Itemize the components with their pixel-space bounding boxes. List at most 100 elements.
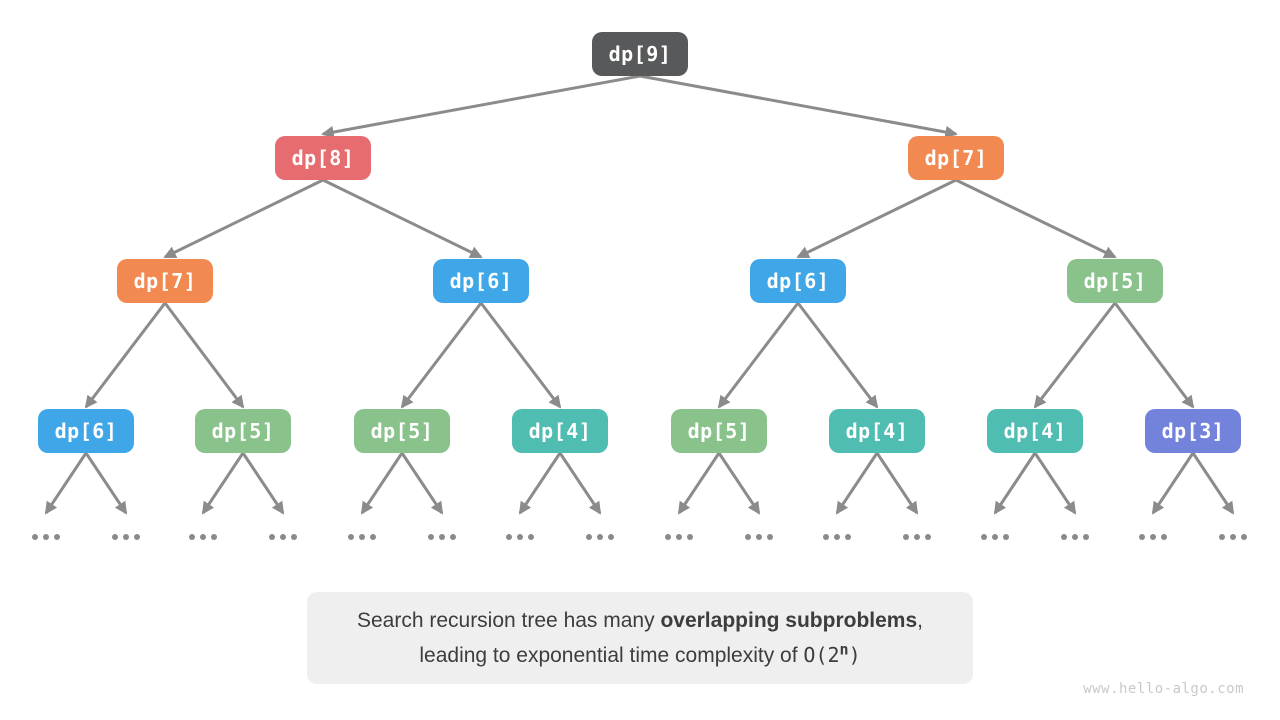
ellipsis-dot	[370, 534, 376, 540]
ellipsis-dot	[439, 534, 445, 540]
edge-arrow	[360, 452, 404, 515]
edge-arrow	[84, 452, 128, 515]
tree-node: dp[6]	[750, 259, 846, 303]
ellipsis	[1061, 534, 1089, 540]
edge-arrow	[1151, 452, 1195, 515]
edge-arrow	[1113, 302, 1195, 409]
tree-node: dp[8]	[275, 136, 371, 180]
ellipsis	[32, 534, 60, 540]
ellipsis-dot	[200, 534, 206, 540]
ellipsis	[745, 534, 773, 540]
edge-arrow	[1191, 452, 1235, 515]
edge-arrow	[677, 452, 721, 515]
ellipsis-dot	[43, 534, 49, 540]
ellipsis-dot	[745, 534, 751, 540]
edge-arrow	[835, 452, 879, 515]
tree-node: dp[4]	[829, 409, 925, 453]
edge-arrow	[955, 178, 1117, 259]
edge-arrow	[479, 302, 562, 409]
ellipsis-dot	[903, 534, 909, 540]
ellipsis	[981, 534, 1009, 540]
edge-arrow	[993, 452, 1037, 515]
caption-line-2: leading to exponential time complexity o…	[419, 638, 860, 673]
tree-node: dp[5]	[671, 409, 767, 453]
ellipsis-dot	[925, 534, 931, 540]
edge-arrow	[44, 452, 88, 515]
ellipsis-dot	[211, 534, 217, 540]
tree-node: dp[9]	[592, 32, 688, 76]
watermark: www.hello-algo.com	[1083, 681, 1244, 697]
ellipsis	[903, 534, 931, 540]
ellipsis-dot	[1061, 534, 1067, 540]
tree-node: dp[4]	[987, 409, 1083, 453]
ellipsis-dot	[428, 534, 434, 540]
ellipsis-dot	[189, 534, 195, 540]
ellipsis-dot	[32, 534, 38, 540]
ellipsis	[506, 534, 534, 540]
ellipsis-dot	[608, 534, 614, 540]
caption-text: Search recursion tree has many	[356, 608, 661, 632]
tree-node: dp[5]	[1067, 259, 1163, 303]
ellipsis-dot	[1072, 534, 1078, 540]
tree-node: dp[5]	[195, 409, 291, 453]
ellipsis	[112, 534, 140, 540]
ellipsis	[665, 534, 693, 540]
edge-arrow	[163, 302, 245, 409]
ellipsis-dot	[845, 534, 851, 540]
ellipsis-dot	[586, 534, 592, 540]
tree-node: dp[4]	[512, 409, 608, 453]
edge-arrow	[639, 74, 958, 139]
ellipsis	[269, 534, 297, 540]
ellipsis-dot	[1219, 534, 1225, 540]
ellipsis	[823, 534, 851, 540]
tree-node: dp[6]	[38, 409, 134, 453]
ellipsis-dot	[992, 534, 998, 540]
edge-arrow	[875, 452, 919, 515]
ellipsis-dot	[823, 534, 829, 540]
ellipsis-dot	[665, 534, 671, 540]
complexity-base: O(2	[803, 642, 840, 667]
ellipsis-dot	[834, 534, 840, 540]
ellipsis-dot	[134, 534, 140, 540]
ellipsis-dot	[1139, 534, 1145, 540]
ellipsis-dot	[914, 534, 920, 540]
tree-node: dp[3]	[1145, 409, 1241, 453]
ellipsis-dot	[1230, 534, 1236, 540]
ellipsis-dot	[1083, 534, 1089, 540]
edge-arrow	[400, 452, 444, 515]
ellipsis-dot	[269, 534, 275, 540]
caption-text: leading to exponential time complexity o…	[419, 643, 804, 667]
edge-arrow	[717, 452, 761, 515]
ellipsis	[586, 534, 614, 540]
edge-arrow	[1033, 302, 1117, 409]
ellipsis-dot	[1161, 534, 1167, 540]
tree-node: dp[5]	[354, 409, 450, 453]
caption-line-1: Search recursion tree has many overlappi…	[357, 604, 923, 638]
tree-node: dp[7]	[117, 259, 213, 303]
ellipsis-dot	[687, 534, 693, 540]
ellipsis-dot	[756, 534, 762, 540]
edge-arrow	[1033, 452, 1077, 515]
edge-arrow	[558, 452, 602, 515]
tree-node: dp[7]	[908, 136, 1004, 180]
ellipsis-dot	[597, 534, 603, 540]
ellipsis-dot	[1003, 534, 1009, 540]
ellipsis	[428, 534, 456, 540]
ellipsis-dot	[123, 534, 129, 540]
ellipsis-dot	[676, 534, 682, 540]
edge-arrow	[84, 302, 167, 409]
caption-box: Search recursion tree has many overlappi…	[307, 592, 973, 684]
ellipsis-dot	[981, 534, 987, 540]
ellipsis-dot	[54, 534, 60, 540]
ellipsis-dot	[506, 534, 512, 540]
ellipsis-dot	[348, 534, 354, 540]
ellipsis-dot	[280, 534, 286, 540]
ellipsis-dot	[359, 534, 365, 540]
ellipsis-dot	[112, 534, 118, 540]
ellipsis-dot	[1241, 534, 1247, 540]
complexity-expression: O(2n)	[803, 641, 860, 667]
edge-arrow	[796, 178, 957, 259]
ellipsis	[348, 534, 376, 540]
